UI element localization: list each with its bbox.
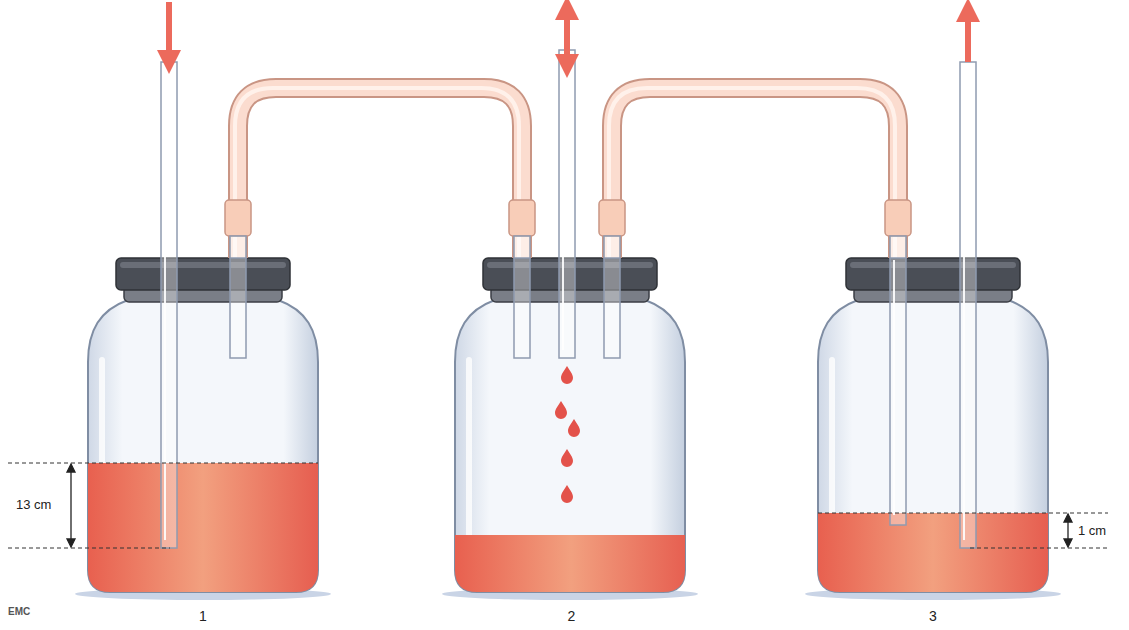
bottle-number: 1 — [88, 608, 318, 624]
drain-hose — [599, 88, 911, 258]
drainage-bottle: 2 — [455, 258, 688, 624]
drain-hose — [225, 88, 535, 258]
bottle-number: 2 — [455, 608, 688, 624]
drainage-bottle: 3 — [818, 258, 1048, 624]
watermark: EMC — [6, 606, 32, 617]
bottle-number: 3 — [818, 608, 1048, 624]
dimension-label: 13 cm — [14, 497, 53, 512]
drainage-bottle: 1 — [88, 258, 318, 624]
dimension-label: 1 cm — [1076, 523, 1108, 538]
